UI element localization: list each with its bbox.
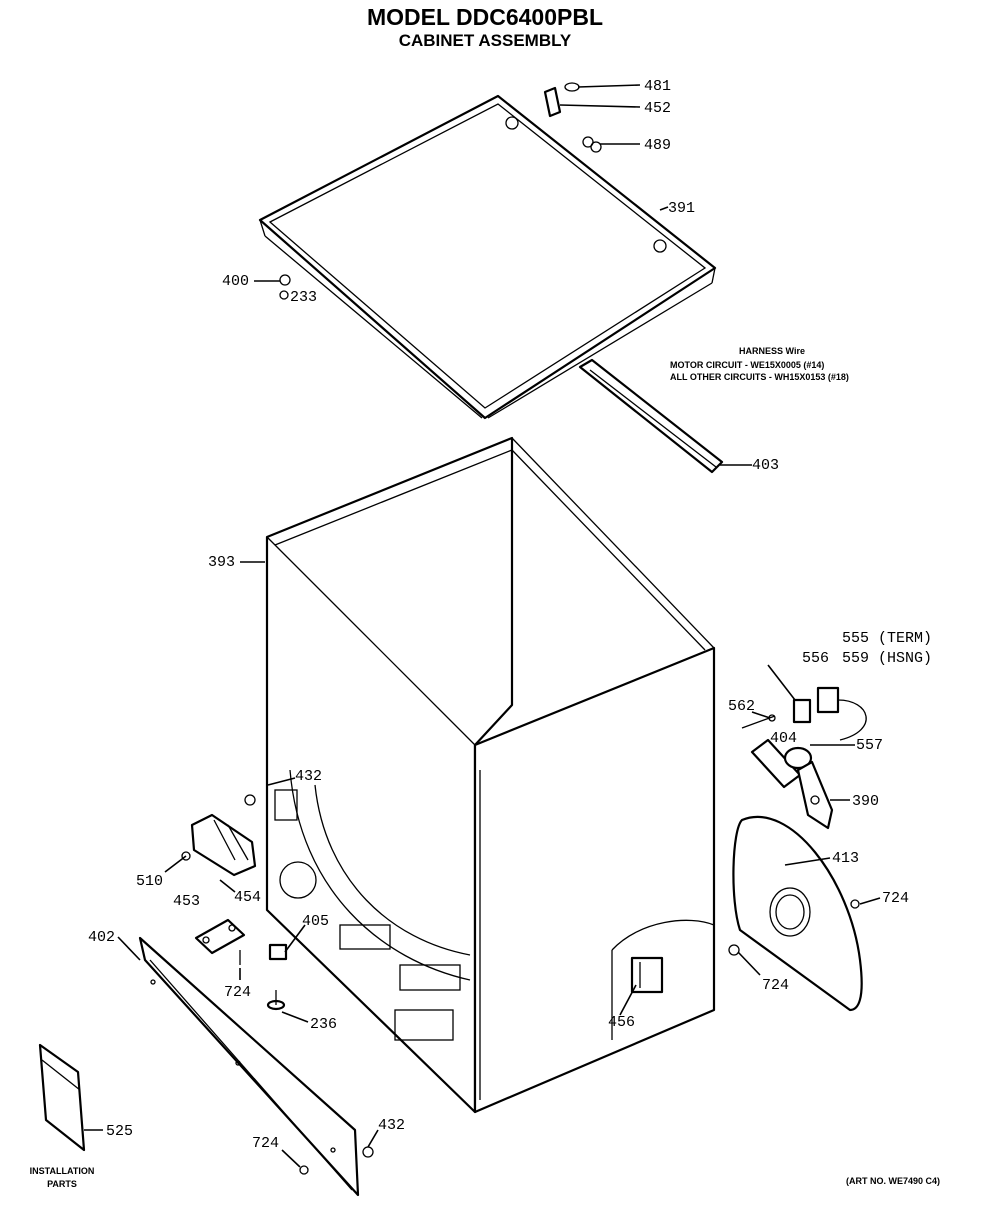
installation-bag-525 [38,1043,86,1152]
clip-562 [741,714,776,729]
connector-556 [792,698,812,724]
part-432-upper: 432 [295,768,322,785]
screw-400 [279,274,291,286]
screw-432-lower [362,1146,374,1158]
part-413: 413 [832,850,859,867]
part-402: 402 [88,929,115,946]
part-233: 233 [290,289,317,306]
screw-724-right [850,899,860,909]
part-724-lower: 724 [762,977,789,994]
model-title: MODEL DDC6400PBL [367,4,603,30]
part-562: 562 [728,698,755,715]
part-724-bottom: 724 [252,1135,279,1152]
clip-481 [564,82,580,92]
screw-724-lower [728,944,740,956]
part-454: 454 [234,889,261,906]
thermistor-557 [783,746,813,770]
part-390: 390 [852,793,879,810]
screw-724-bottom [299,1165,309,1175]
part-489: 489 [644,137,671,154]
part-452: 452 [644,100,671,117]
top-panel [258,94,717,420]
leader-lines [84,84,881,1168]
part-236: 236 [310,1016,337,1033]
harness-line-1: MOTOR CIRCUIT - WE15X0005 (#14) [670,360,824,370]
part-456: 456 [608,1014,635,1031]
part-510: 510 [136,873,163,890]
toe-panel-402 [138,936,360,1197]
wire-harness [578,358,724,474]
installation-label-1: INSTALLATION [30,1166,95,1176]
hinge-456 [630,956,664,994]
part-481: 481 [644,78,671,95]
latch-454 [190,813,257,877]
part-724-left: 724 [224,984,251,1001]
part-525: 525 [106,1123,133,1140]
bracket-453 [194,918,246,955]
cabinet-body [265,436,716,1114]
clip-405 [268,943,288,961]
harness-line-2: ALL OTHER CIRCUITS - WH15X0153 (#18) [670,372,849,382]
part-393: 393 [208,554,235,571]
part-453: 453 [173,893,200,910]
part-391: 391 [668,200,695,217]
bracket-452 [543,86,562,118]
art-number: (ART NO. WE7490 C4) [846,1176,940,1186]
leg-236 [266,990,286,1011]
part-403: 403 [752,457,779,474]
part-559: 559 (HSNG) [842,650,932,667]
part-555: 555 (TERM) [842,630,932,647]
wire-557 [837,699,867,741]
installation-label-2: PARTS [47,1179,77,1189]
harness-heading: HARNESS Wire [739,346,805,356]
screw-432-upper [244,794,256,806]
part-557: 557 [856,737,883,754]
part-724-right: 724 [882,890,909,907]
part-432-lower: 432 [378,1117,405,1134]
screw-510 [181,851,191,861]
assembly-subtitle: CABINET ASSEMBLY [399,31,572,50]
part-405: 405 [302,913,329,930]
washer-233 [279,290,289,300]
part-556: 556 [802,650,829,667]
terminal-559-housing [816,686,840,714]
part-400: 400 [222,273,249,290]
rear-duct-413 [732,815,863,1012]
fastener-489 [582,136,602,153]
bracket-390 [796,760,834,830]
part-404: 404 [770,730,797,747]
